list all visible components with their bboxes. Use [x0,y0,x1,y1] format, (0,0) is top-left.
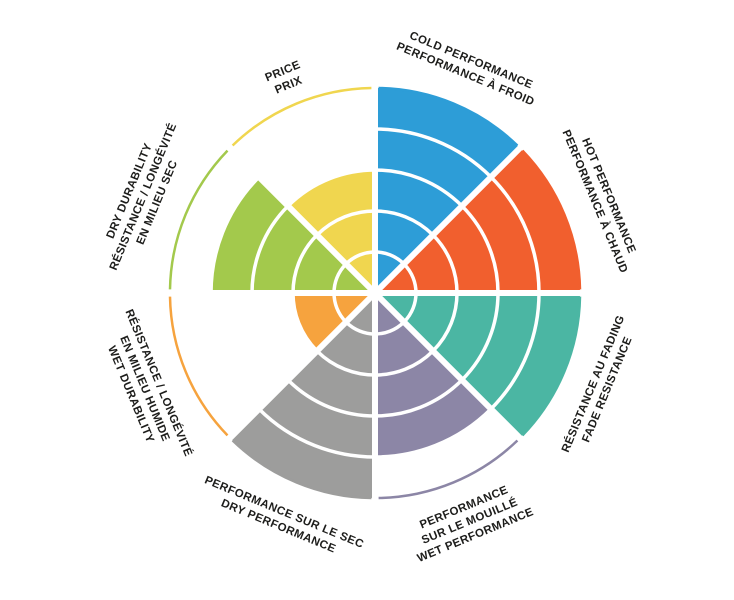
dry-durability-wedge [211,177,375,293]
wet-performance-max-arc [378,439,519,500]
sector-divider [222,140,378,296]
cold-performance-max-arc [378,86,519,147]
grid-ring [332,250,418,336]
grid-ring [250,168,500,418]
dry-durability-max-arc [168,149,229,290]
wet-durability-wedge [292,293,375,351]
sector-divider [372,290,528,446]
cold-performance-wedge [375,87,520,293]
fade-resistance-wedge [375,293,580,438]
hot-performance-wedge [375,148,580,293]
price-max-arc [231,86,372,147]
grid-ring [291,209,459,377]
dry-performance-wedge [230,293,375,499]
sector-divider [222,290,378,446]
dry-performance-max-arc [231,439,372,500]
price-wedge [288,169,375,293]
hot-performance-max-arc [521,149,582,290]
fade-resistance-max-arc [521,296,582,437]
sector-divider [372,140,528,296]
wet-durability-max-arc [168,296,229,437]
grid-ring [209,127,541,459]
wet-performance-wedge [375,293,491,457]
